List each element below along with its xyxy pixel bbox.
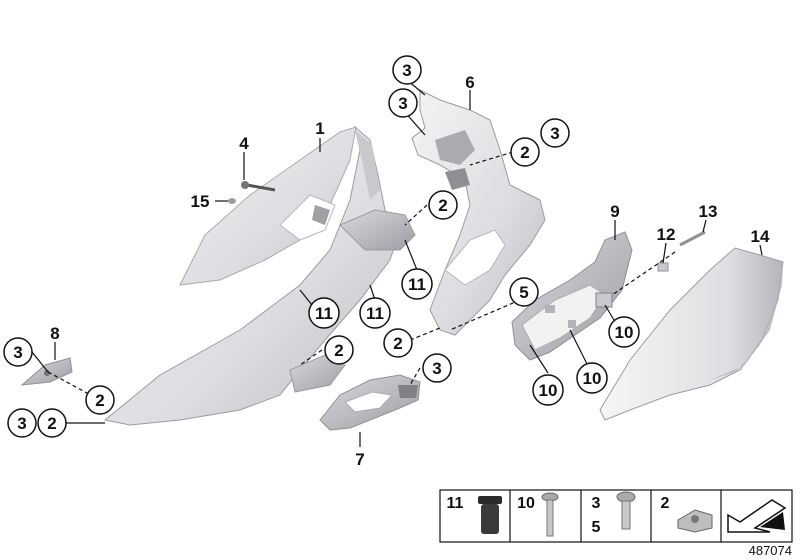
legend-strip: 11 10 3 5 2 xyxy=(439,489,793,543)
spring-nut-10 xyxy=(595,292,613,308)
label-14: 14 xyxy=(751,227,770,246)
callout-11-left: 11 xyxy=(308,297,340,329)
svg-text:2: 2 xyxy=(95,391,104,410)
callout-3-bottom-left: 3 xyxy=(7,408,37,438)
svg-text:11: 11 xyxy=(447,495,464,512)
label-9: 9 xyxy=(610,202,619,221)
callout-11-middle: 11 xyxy=(359,297,391,329)
leader-lines xyxy=(31,79,763,447)
callout-3-duct: 3 xyxy=(422,353,452,383)
screw-13 xyxy=(679,230,706,247)
svg-text:2: 2 xyxy=(334,341,343,360)
callout-2-lower-center: 2 xyxy=(383,328,413,358)
svg-text:3: 3 xyxy=(550,124,559,143)
grommet-icon xyxy=(478,496,502,504)
svg-text:10: 10 xyxy=(539,381,558,400)
legend-cell-screw-long: 10 xyxy=(517,492,559,537)
svg-text:2: 2 xyxy=(47,414,56,433)
svg-text:3: 3 xyxy=(592,495,601,512)
svg-text:3: 3 xyxy=(432,359,441,378)
svg-text:5: 5 xyxy=(592,519,601,536)
callout-11-right: 11 xyxy=(401,268,433,300)
fastener-set-icon xyxy=(727,499,787,533)
lower-duct-part xyxy=(319,374,421,431)
label-13: 13 xyxy=(699,202,718,221)
callout-10-middle: 10 xyxy=(576,362,608,394)
callout-5: 5 xyxy=(509,277,539,307)
screw-4 xyxy=(241,181,276,192)
callout-10-left: 10 xyxy=(532,374,564,406)
legend-cell-fastener-symbol xyxy=(727,499,787,533)
grommet-15 xyxy=(228,198,236,204)
label-7: 7 xyxy=(355,450,364,469)
svg-text:2: 2 xyxy=(661,495,670,512)
callout-3-top: 3 xyxy=(392,55,422,85)
legend-cell-screw-short: 3 5 xyxy=(592,491,636,536)
right-panel-part xyxy=(599,247,784,421)
callout-2-near-clip: 2 xyxy=(85,385,115,415)
svg-text:2: 2 xyxy=(438,196,447,215)
svg-text:10: 10 xyxy=(583,369,602,388)
legend-cell-clip-nut: 2 xyxy=(661,495,713,533)
label-15: 15 xyxy=(191,192,210,211)
callout-3-upper-right: 3 xyxy=(540,118,570,148)
svg-text:11: 11 xyxy=(408,275,426,294)
callout-2-center: 2 xyxy=(428,190,458,220)
callout-2-upper-right: 2 xyxy=(510,137,540,167)
callout-3-upper: 3 xyxy=(388,88,418,118)
bracket-part xyxy=(411,89,546,336)
svg-text:2: 2 xyxy=(393,334,402,353)
label-6: 6 xyxy=(465,73,474,92)
svg-text:5: 5 xyxy=(519,283,528,302)
side-panel-part xyxy=(103,125,416,426)
label-8: 8 xyxy=(50,324,59,343)
svg-text:10: 10 xyxy=(615,323,634,342)
label-1: 1 xyxy=(315,119,324,138)
callout-2-panel-bottom: 2 xyxy=(324,335,354,365)
svg-text:3: 3 xyxy=(402,61,411,80)
label-12: 12 xyxy=(657,225,676,244)
svg-text:3: 3 xyxy=(17,414,26,433)
svg-text:3: 3 xyxy=(13,343,22,362)
svg-text:11: 11 xyxy=(366,304,384,323)
svg-text:10: 10 xyxy=(517,495,535,512)
nut-12 xyxy=(657,262,669,272)
reference-number: 487074 xyxy=(749,543,792,558)
callout-10-right: 10 xyxy=(608,316,640,348)
legend-cell-grommet: 11 xyxy=(447,495,502,534)
callout-2-bottom-left: 2 xyxy=(37,408,67,438)
svg-text:11: 11 xyxy=(315,304,333,323)
svg-text:3: 3 xyxy=(398,94,407,113)
svg-text:2: 2 xyxy=(520,143,529,162)
callout-3-left: 3 xyxy=(3,337,33,367)
label-4: 4 xyxy=(239,134,249,153)
